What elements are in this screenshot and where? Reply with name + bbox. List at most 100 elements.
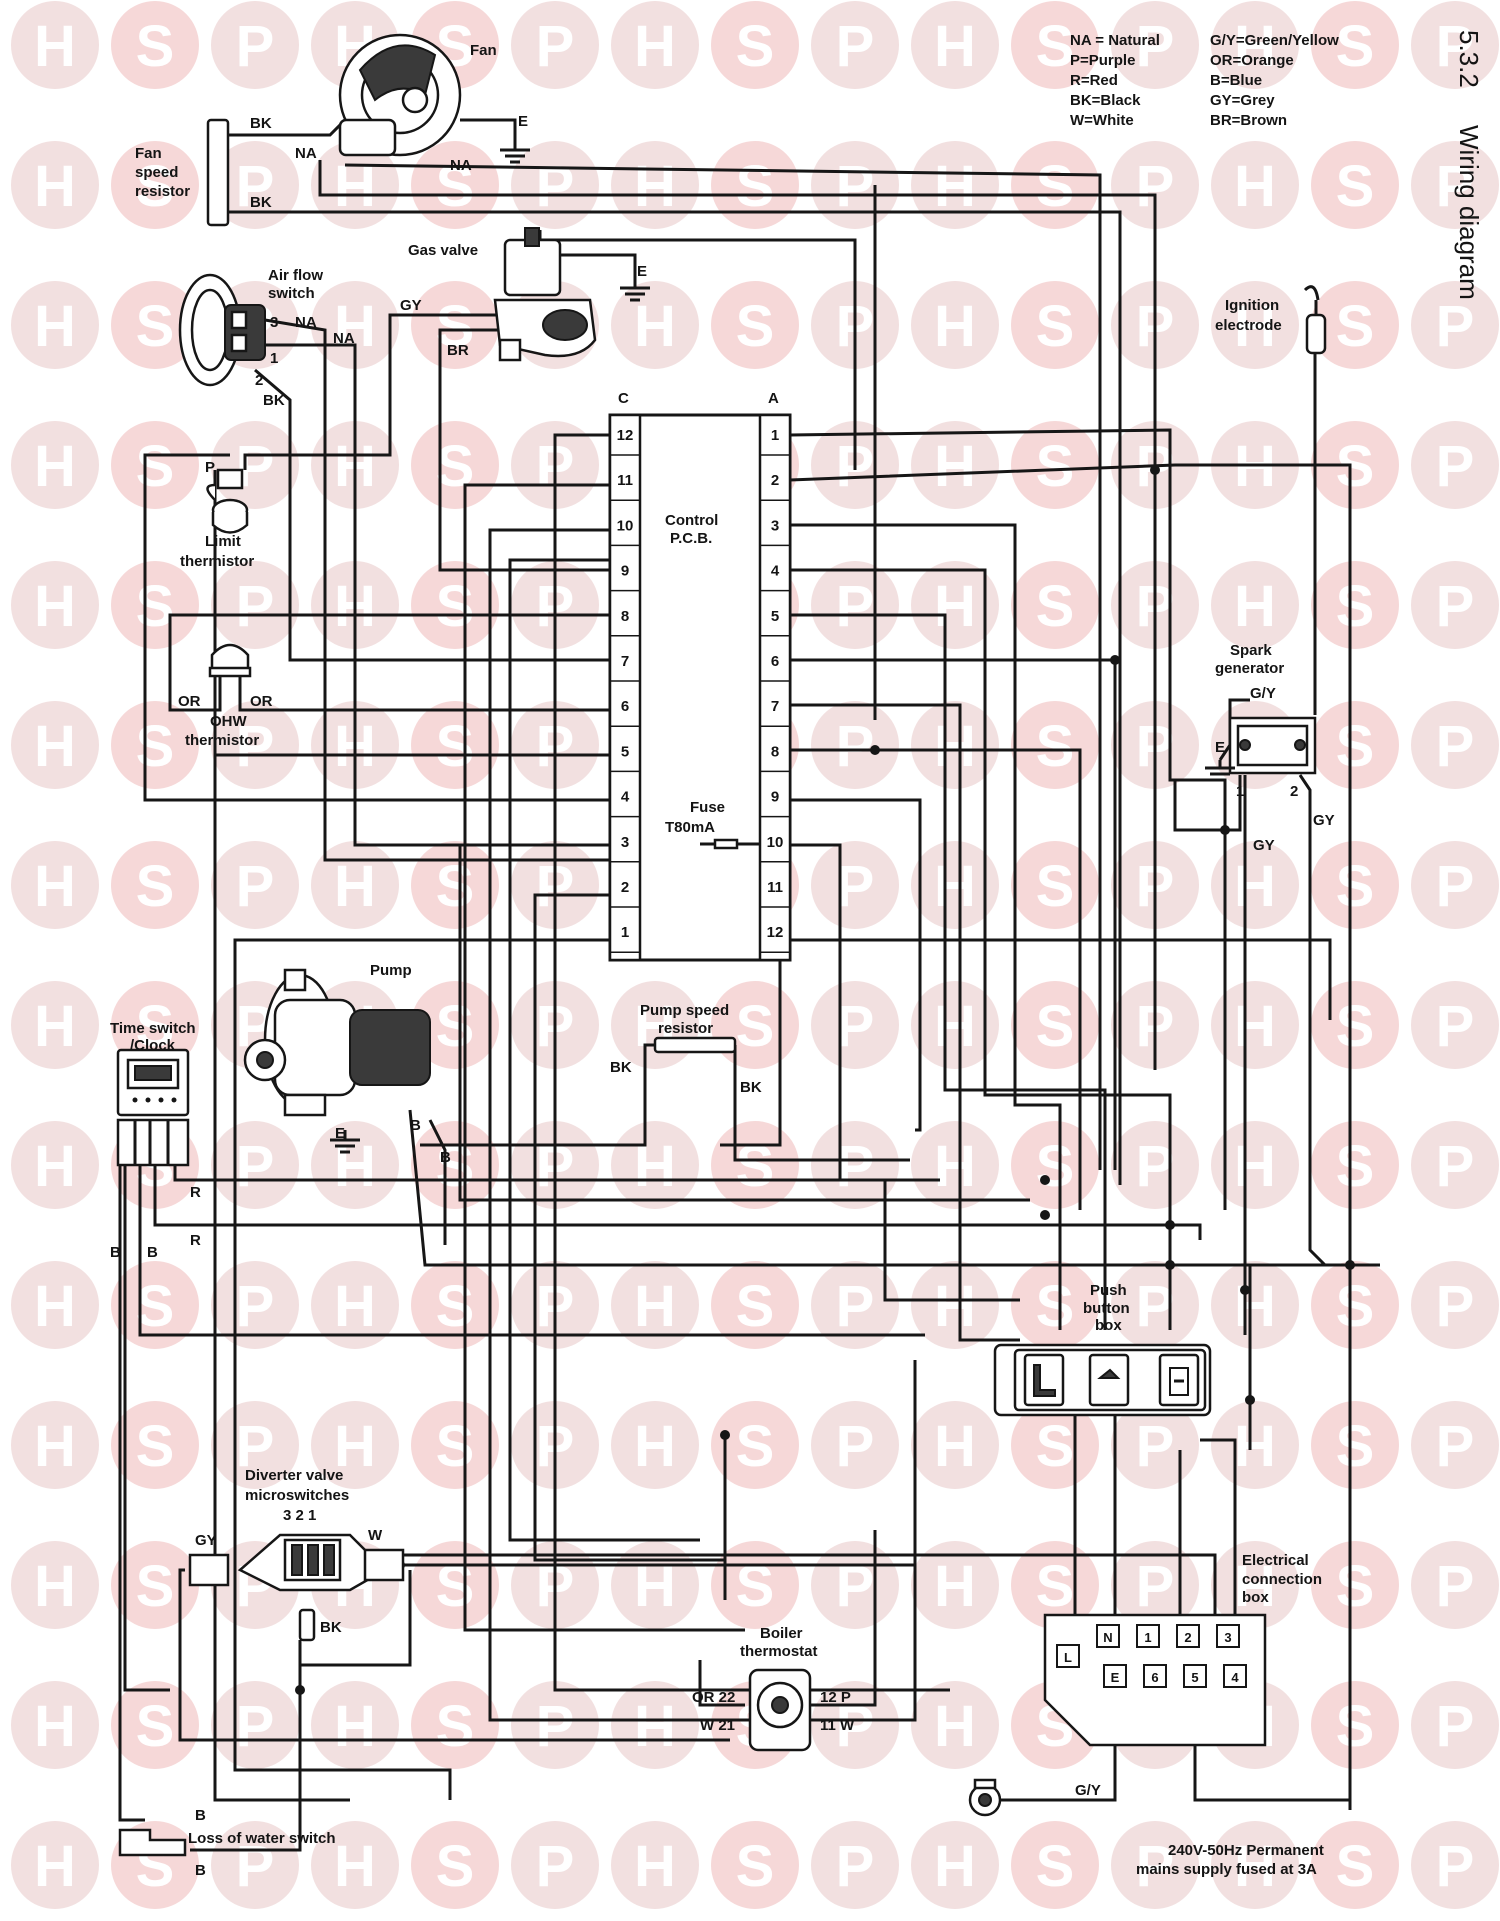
boiler-thermostat-icon <box>748 1668 812 1752</box>
watermark-letter: P <box>1436 1274 1475 1339</box>
wire-label: GY <box>400 297 422 314</box>
legend-item: GY=Grey <box>1210 92 1275 109</box>
air-flow-switch-label: Air flow <box>268 267 323 284</box>
watermark-letter: S <box>736 294 775 359</box>
watermark-letter: S <box>1336 854 1375 919</box>
pcb-column-c-label: C <box>618 390 629 407</box>
pump-earth-icon <box>330 1130 360 1154</box>
diverter-valve-label: microswitches <box>245 1487 349 1504</box>
junction-dot <box>720 1430 730 1440</box>
fan-speed-resistor-label: resistor <box>135 183 190 200</box>
watermark-circle <box>711 1541 799 1629</box>
watermark-letter: S <box>436 1694 475 1759</box>
watermark-letter: H <box>634 154 676 219</box>
watermark-letter: S <box>736 1414 775 1479</box>
watermark-letter: H <box>634 1694 676 1759</box>
watermark-letter: H <box>934 1694 976 1759</box>
ecb-terminal <box>1103 1664 1127 1688</box>
watermark-letter: S <box>136 1414 175 1479</box>
gas-valve-icon <box>493 227 597 362</box>
time-switch-icon <box>116 1048 190 1167</box>
junction-dot <box>1165 1220 1175 1230</box>
watermark-circle <box>1411 561 1499 649</box>
watermark-circle <box>1311 1401 1399 1489</box>
watermark-circle <box>411 141 499 229</box>
watermark-letter: H <box>934 854 976 919</box>
pcb-c-pin-label: 11 <box>617 472 633 489</box>
watermark-circle <box>1011 1 1099 89</box>
watermark-circle <box>1411 1 1499 89</box>
watermark-letter: H <box>1234 154 1276 219</box>
watermark-letter: H <box>334 1274 376 1339</box>
pump-label: Pump <box>370 962 412 979</box>
watermark-circle <box>911 421 999 509</box>
watermark-circle <box>1011 1261 1099 1349</box>
watermark-circle <box>1311 1121 1399 1209</box>
watermark-letter: P <box>1136 1134 1175 1199</box>
wire-spark-1 <box>1173 775 1242 832</box>
watermark-letter: P <box>836 154 875 219</box>
watermark-letter: H <box>1234 854 1276 919</box>
junction-dot <box>1220 825 1230 835</box>
wire-label: 1 <box>270 350 278 367</box>
watermark-letter: H <box>934 714 976 779</box>
wire-label: BR <box>447 342 469 359</box>
watermark-circle <box>1411 841 1499 929</box>
watermark-letter: H <box>934 154 976 219</box>
watermark-circle <box>1411 421 1499 509</box>
watermark-letter: S <box>136 434 175 499</box>
watermark-letter: P <box>836 14 875 79</box>
watermark-letter: S <box>1036 1554 1075 1619</box>
watermark-circle <box>411 841 499 929</box>
ecb-terminal <box>1216 1624 1240 1648</box>
watermark-circle <box>611 1261 699 1349</box>
watermark-circle <box>311 281 399 369</box>
watermark-circle <box>911 1401 999 1489</box>
watermark-letter: H <box>634 1414 676 1479</box>
ignition-electrode-icon <box>1303 285 1327 355</box>
watermark-circle <box>811 1681 899 1769</box>
air-flow-switch-label: switch <box>268 285 315 302</box>
junction-dot <box>1040 1175 1050 1185</box>
watermark-circle <box>1211 1401 1299 1489</box>
watermark-circle <box>411 1681 499 1769</box>
watermark-letter: S <box>436 1834 475 1899</box>
ecb-terminal-label: 6 <box>1151 1670 1158 1685</box>
watermark-letter: S <box>1336 574 1375 639</box>
watermark-letter: S <box>1036 994 1075 1059</box>
watermark-letter: S <box>1336 294 1375 359</box>
wire-label: E <box>518 113 528 130</box>
watermark-circle <box>1311 1821 1399 1909</box>
wire-c3 <box>458 843 1030 1202</box>
watermark-letter: H <box>34 994 76 1059</box>
page-title: Wiring diagram <box>1454 125 1484 300</box>
watermark-letter: H <box>934 1274 976 1339</box>
watermark-circle <box>811 981 899 1069</box>
watermark-circle <box>11 1 99 89</box>
wire-c6 <box>213 753 610 1802</box>
watermark-circle <box>11 1821 99 1909</box>
watermark-circle <box>1211 1821 1299 1909</box>
junction-dot <box>1165 1260 1175 1270</box>
wire-c10 <box>488 528 800 1722</box>
watermark-circle <box>1211 981 1299 1069</box>
pump-icon <box>243 968 431 1117</box>
watermark-circle <box>211 1821 299 1909</box>
watermark-circle <box>1011 141 1099 229</box>
watermark-circle <box>111 1401 199 1489</box>
ecb-terminal <box>1176 1624 1200 1648</box>
watermark-circle <box>911 281 999 369</box>
watermark-circle <box>811 1261 899 1349</box>
ecb-terminal-label: 2 <box>1184 1630 1191 1645</box>
watermark-circle <box>711 1 799 89</box>
watermark-circle <box>1411 1121 1499 1209</box>
watermark-circle <box>111 561 199 649</box>
watermark-letter: H <box>1234 1274 1276 1339</box>
watermark-letter: P <box>1436 1414 1475 1479</box>
watermark-letter: P <box>236 1414 275 1479</box>
watermark-letter: S <box>1336 1694 1375 1759</box>
fan-speed-resistor-label: speed <box>135 164 178 181</box>
